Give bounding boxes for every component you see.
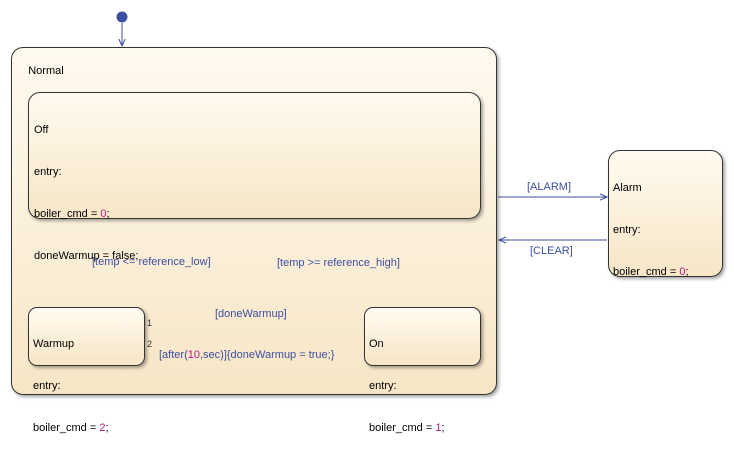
state-alarm-action: boiler_cmd = 0; (613, 266, 689, 278)
state-on-action: boiler_cmd = 1; (369, 422, 445, 434)
default-transition-dot-top[interactable] (116, 11, 128, 23)
execution-order-2: 2 (147, 339, 153, 349)
transition-after-label[interactable]: [after(10,sec)]{doneWarmup = true;} (159, 349, 335, 361)
state-on-entry: entry: (369, 380, 397, 392)
state-warmup[interactable]: Warmup entry: boiler_cmd = 2; (28, 307, 145, 434)
transition-clear-label[interactable]: [CLEAR] (530, 245, 573, 257)
state-off-title: Off (34, 124, 49, 136)
transition-done-warmup-label[interactable]: [doneWarmup] (215, 308, 287, 320)
state-warmup-action: boiler_cmd = 2; (33, 422, 109, 434)
state-normal-title: Normal (28, 65, 64, 77)
state-off-action-2: doneWarmup = false; (34, 250, 139, 262)
execution-order-1: 1 (147, 318, 153, 328)
state-on-title: On (369, 338, 384, 350)
state-alarm-entry: entry: (613, 224, 641, 236)
state-warmup-title: Warmup (33, 338, 75, 350)
state-on[interactable]: On entry: boiler_cmd = 1; (364, 307, 481, 434)
state-warmup-entry: entry: (33, 380, 61, 392)
state-alarm[interactable]: Alarm entry: boiler_cmd = 0; (608, 150, 723, 278)
state-alarm-title: Alarm (613, 182, 642, 194)
state-off-action-1: boiler_cmd = 0; (34, 208, 110, 220)
state-off-entry: entry: (34, 166, 62, 178)
transition-temp-high-label[interactable]: [temp >= reference_high] (277, 257, 400, 269)
state-off[interactable]: Off entry: boiler_cmd = 0; doneWarmup = … (28, 92, 481, 262)
transition-alarm-label[interactable]: [ALARM] (527, 181, 572, 193)
transition-temp-low-label[interactable]: [temp <= reference_low] (92, 256, 211, 268)
